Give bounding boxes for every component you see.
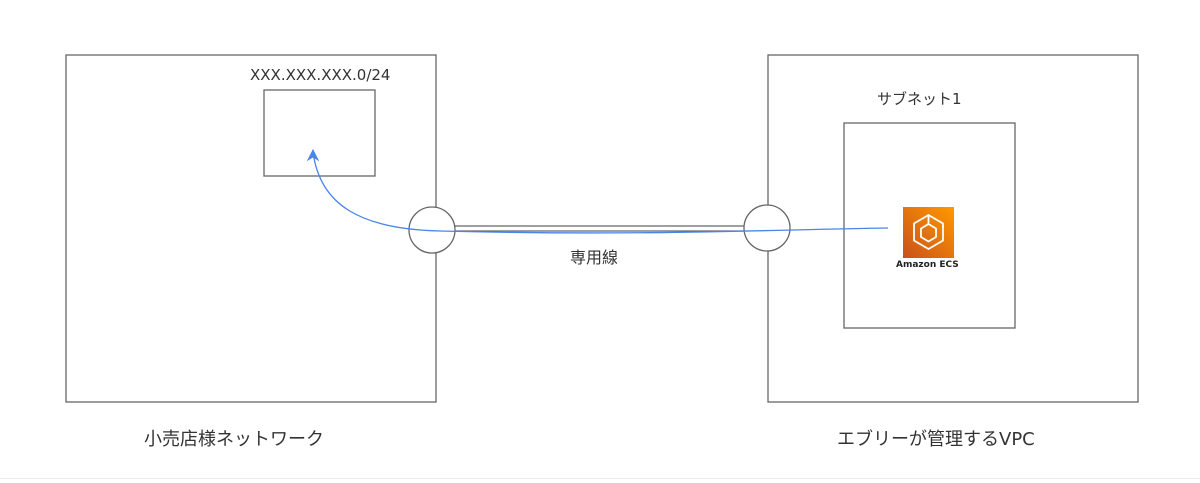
- vpc-subnet-label: サブネット1: [877, 90, 962, 108]
- traffic-flow-arrowhead: [306, 148, 320, 162]
- retailer-subnet-label: XXX.XXX.XXX.0/24: [250, 66, 391, 84]
- bottom-divider: [0, 478, 1200, 479]
- retailer-subnet-box: [263, 89, 376, 177]
- retailer-network-label: 小売店様ネットワーク: [144, 429, 324, 450]
- left-connection-node: [408, 206, 456, 254]
- dedicated-line-label: 専用線: [570, 248, 619, 267]
- vpc-label: エブリーが管理するVPC: [837, 429, 1035, 450]
- right-connection-node: [743, 204, 791, 252]
- dedicated-line: [455, 225, 744, 232]
- traffic-flow-arrow: [312, 151, 889, 234]
- vpc-subnet-box: [843, 122, 1016, 329]
- retailer-network-box: [65, 54, 437, 403]
- amazon-ecs-icon: [903, 207, 954, 258]
- amazon-ecs-label: Amazon ECS: [896, 260, 959, 270]
